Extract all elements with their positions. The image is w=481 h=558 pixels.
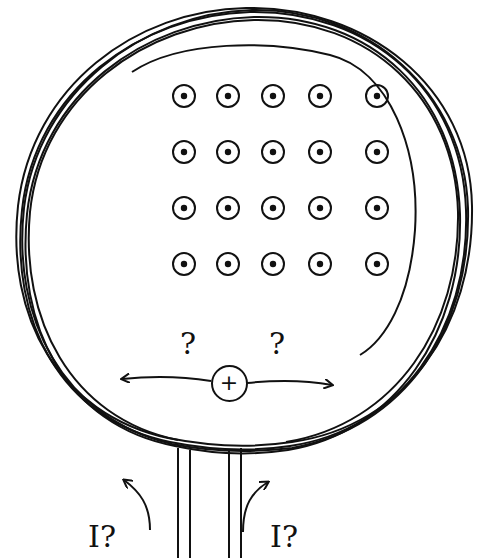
charge-circle: + [211,365,248,402]
current-label: I? [270,522,298,552]
charge-sign: + [220,372,238,394]
lead-wires [178,448,241,558]
current-label: I? [88,522,116,552]
field-out-of-page [173,85,388,275]
unknown-direction: ? [269,329,285,359]
coil-windings [16,8,472,454]
unknown-direction: ? [180,329,196,359]
inner-coil-edge [132,45,416,355]
current-arrows [124,480,268,532]
